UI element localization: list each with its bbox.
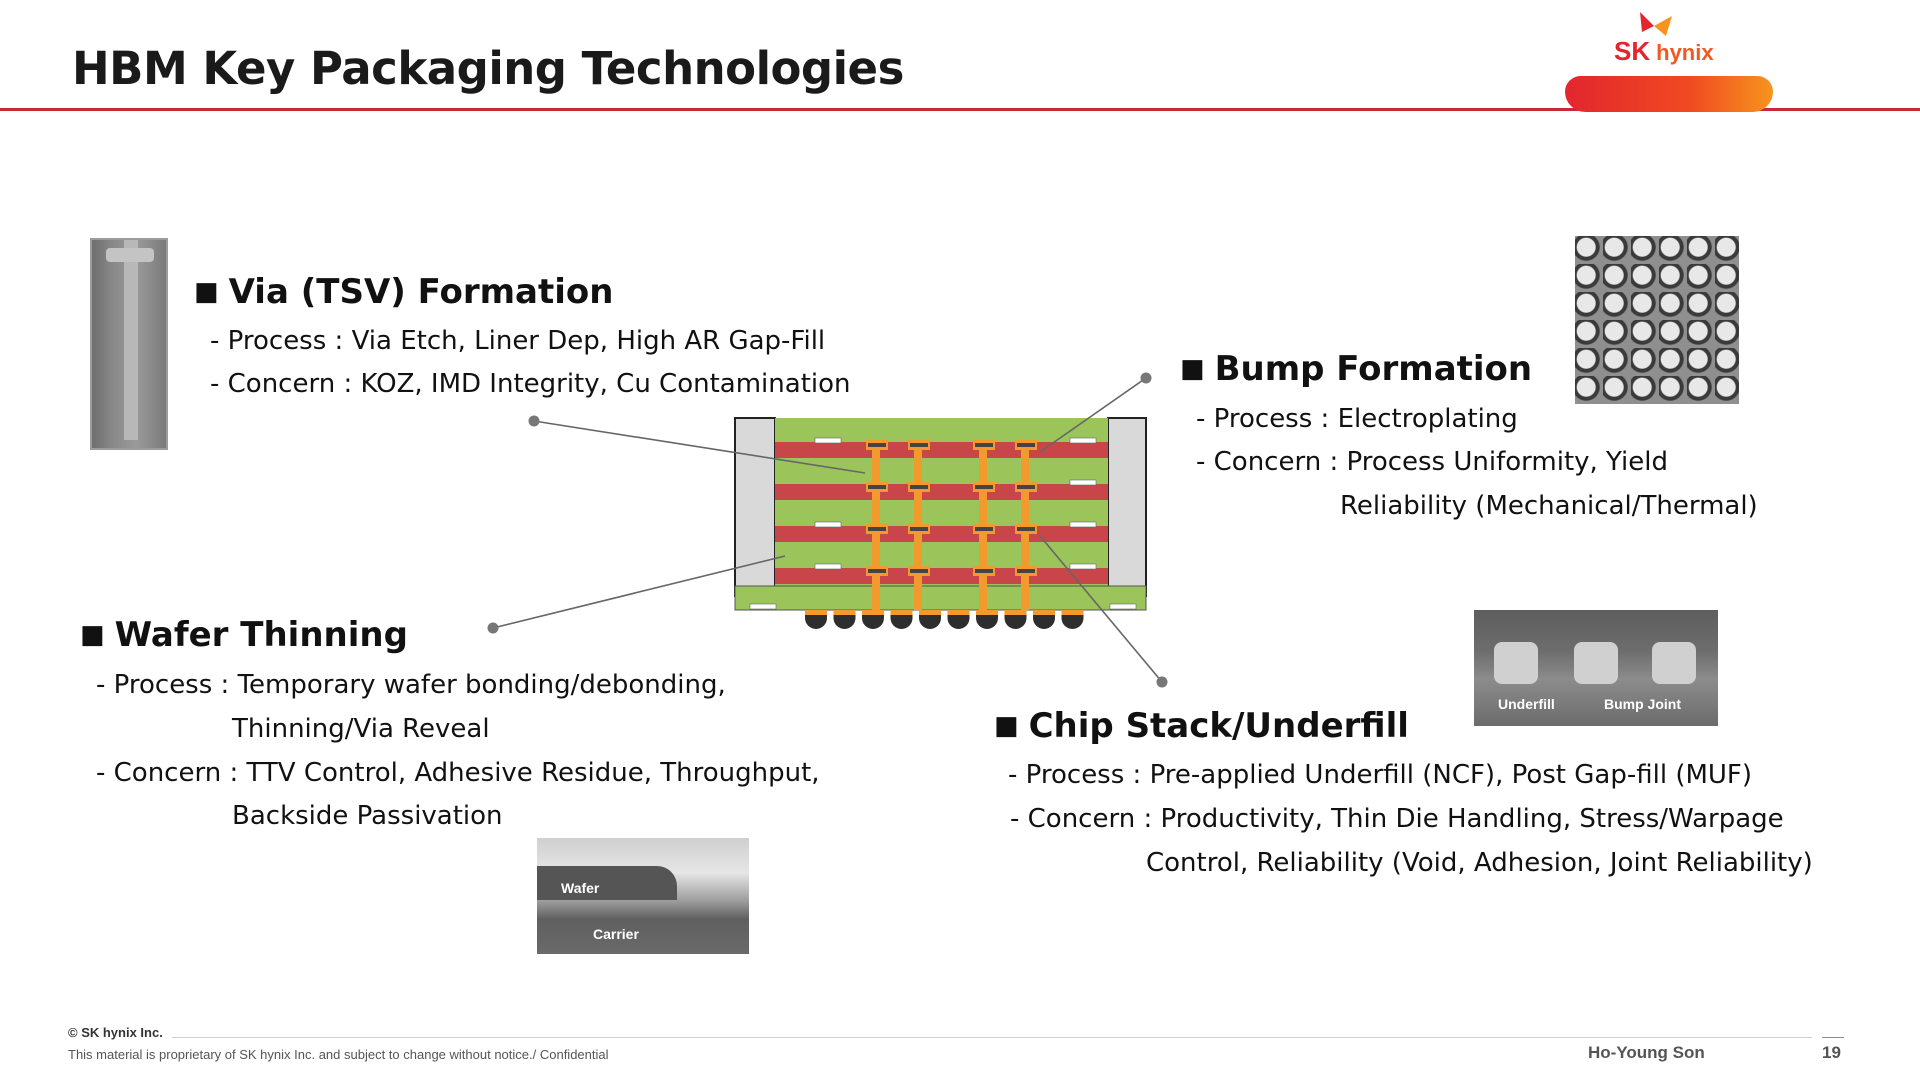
pad-4 <box>1069 521 1097 528</box>
via-section-title: ■Via (TSV) Formation <box>194 272 614 312</box>
micro-bump-3-4 <box>975 569 993 573</box>
author: Ho-Young Son <box>1588 1043 1705 1062</box>
leader-bump-dot <box>1140 372 1152 384</box>
micro-bump-3-2 <box>975 485 993 489</box>
micro-bump-4-4 <box>1017 569 1035 573</box>
bump-concern-line: - Concern : Process Uniformity, Yield <box>1196 447 1668 477</box>
bump-concern-line-2: Reliability (Mechanical/Thermal) <box>1340 491 1758 521</box>
leader-stack-dot <box>1156 676 1168 688</box>
wafer-concern-line-2: Backside Passivation <box>232 801 503 831</box>
bullet-square-icon: ■ <box>994 711 1019 741</box>
micro-bump-1-4 <box>868 569 886 573</box>
copyright: © SK hynix Inc. <box>68 1025 163 1040</box>
hbm-stack-diagram <box>487 372 1168 688</box>
wafer-section-title: ■Wafer Thinning <box>80 615 408 655</box>
wafer-process-line-2: Thinning/Via Reveal <box>232 714 490 744</box>
micro-bump-2-4 <box>910 569 928 573</box>
micro-bump-1-1 <box>868 443 886 447</box>
micro-bump-3-1 <box>975 443 993 447</box>
leader-bump-line <box>1039 377 1147 453</box>
micro-bump-1-2 <box>868 485 886 489</box>
leader-stack-line <box>1039 535 1163 683</box>
micro-bump-2-1 <box>910 443 928 447</box>
bump-ubm-5 <box>919 610 941 615</box>
page-number: 19 <box>1822 1043 1841 1062</box>
carrier-label: Carrier <box>593 926 639 942</box>
page-number-divider <box>1822 1037 1844 1038</box>
micro-bump-2-2 <box>910 485 928 489</box>
pad-1 <box>814 437 842 444</box>
logo-tab <box>1565 76 1773 112</box>
pad-8 <box>749 603 777 610</box>
pad-7 <box>1069 563 1097 570</box>
wafer-carrier-photo: Wafer Carrier <box>537 838 749 954</box>
bump-array-photo <box>1575 236 1739 404</box>
underfill-label: Underfill <box>1498 696 1555 712</box>
wafer-process-line: - Process : Temporary wafer bonding/debo… <box>96 670 726 700</box>
via-process-line: - Process : Via Etch, Liner Dep, High AR… <box>210 326 826 356</box>
bullet-square-icon: ■ <box>1180 354 1205 384</box>
bump-ubm-4 <box>890 610 913 615</box>
pad-2 <box>1069 437 1097 444</box>
leader-via-line <box>533 420 866 474</box>
micro-bump-2-3 <box>910 527 928 531</box>
stack-section-title: ■Chip Stack/Underfill <box>994 706 1409 746</box>
bump-ubm-2 <box>833 610 856 615</box>
bump-process-line: - Process : Electroplating <box>1196 404 1518 434</box>
bump-ubm-3 <box>862 610 884 615</box>
bump-ubm-6 <box>947 610 970 615</box>
rdl-layer-2 <box>775 484 1108 500</box>
stack-process-line: - Process : Pre-applied Underfill (NCF),… <box>1008 760 1753 790</box>
diagram-layers <box>734 417 1147 629</box>
bump-joint-label: Bump Joint <box>1604 696 1681 712</box>
pad-5 <box>1069 479 1097 486</box>
stack-concern-line-2: Control, Reliability (Void, Adhesion, Jo… <box>1146 848 1813 878</box>
disclaimer: This material is proprietary of SK hynix… <box>68 1047 609 1062</box>
header-divider <box>0 108 1920 111</box>
pad-6 <box>814 563 842 570</box>
tsv-cross-section-photo <box>90 238 168 450</box>
bump-ubm-10 <box>1061 610 1084 615</box>
bullet-square-icon: ■ <box>194 277 219 307</box>
pad-3 <box>814 521 842 528</box>
pad-9 <box>1109 603 1137 610</box>
bullet-square-icon: ■ <box>80 620 105 650</box>
micro-bump-1-3 <box>868 527 886 531</box>
mold-right <box>1107 417 1147 597</box>
sk-butterfly-icon <box>1640 12 1672 36</box>
diagram-leaders <box>487 372 1168 688</box>
bump-ubm-9 <box>1033 610 1055 615</box>
rdl-layer-1 <box>775 442 1108 458</box>
leader-wafer-line <box>492 555 786 629</box>
micro-bump-4-2 <box>1017 485 1035 489</box>
logo-secondary: hynix <box>1656 40 1714 65</box>
wafer-label: Wafer <box>561 880 600 896</box>
bump-ubm-7 <box>976 610 998 615</box>
bump-ubm-8 <box>1004 610 1027 615</box>
micro-bump-3-3 <box>975 527 993 531</box>
micro-bump-4-1 <box>1017 443 1035 447</box>
underfill-bump-joint-photo: Underfill Bump Joint <box>1474 610 1718 726</box>
stack-concern-line: - Concern : Productivity, Thin Die Handl… <box>1010 804 1784 834</box>
leader-via-dot <box>528 415 540 427</box>
footer-divider <box>172 1037 1812 1038</box>
logo-primary: SK <box>1614 36 1651 66</box>
rdl-layer-4 <box>775 568 1108 584</box>
bump-ubm-1 <box>805 610 827 615</box>
bump-section-title: ■Bump Formation <box>1180 349 1533 389</box>
micro-bump-4-3 <box>1017 527 1035 531</box>
leader-wafer-dot <box>487 622 499 634</box>
wafer-concern-line: - Concern : TTV Control, Adhesive Residu… <box>96 758 820 788</box>
via-concern-line: - Concern : KOZ, IMD Integrity, Cu Conta… <box>210 369 851 399</box>
mold-left <box>734 417 776 597</box>
page-title: HBM Key Packaging Technologies <box>72 42 904 95</box>
rdl-layer-3 <box>775 526 1108 542</box>
